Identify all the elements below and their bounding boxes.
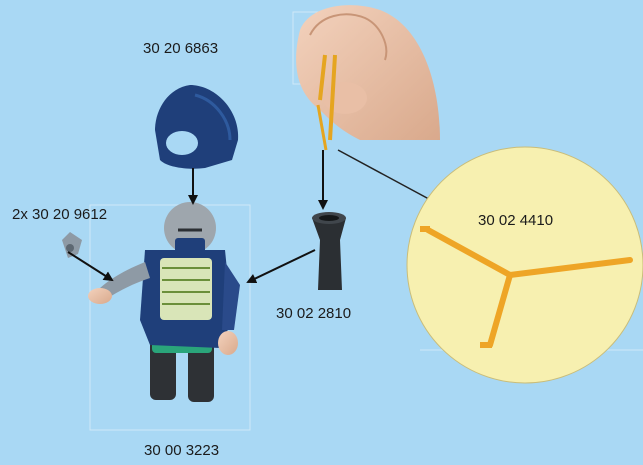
pot-part	[312, 212, 346, 290]
hood-part	[155, 85, 238, 169]
arrow-pot	[248, 250, 315, 282]
magnifier-circle	[407, 147, 643, 383]
hand-part-number: 2x 30 20 9612	[12, 206, 107, 223]
magnifier-connector	[338, 150, 440, 205]
hood-part-number: 30 20 6863	[143, 40, 218, 57]
figure-part	[88, 202, 240, 402]
pot-part-number: 30 02 2810	[276, 305, 351, 322]
figure-part-number: 30 00 3223	[144, 442, 219, 459]
sprue-part-number: 30 02 4410	[478, 212, 553, 229]
hand-photo	[296, 5, 440, 140]
